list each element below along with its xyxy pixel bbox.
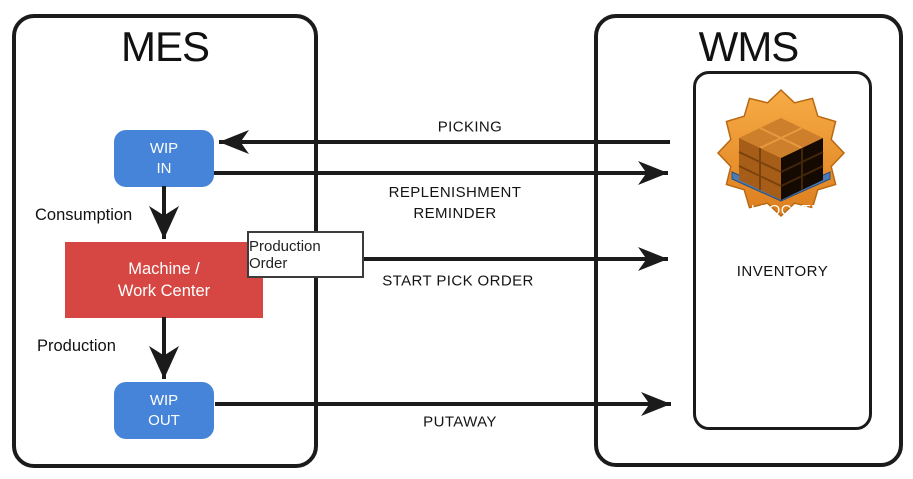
wip-in-node: WIP IN bbox=[114, 130, 214, 187]
start-pick-order-flow-label: START PICK ORDER bbox=[382, 272, 534, 290]
picking-flow-label: PICKING bbox=[437, 118, 503, 136]
crates-top-grid bbox=[759, 127, 803, 149]
consumption-label: Consumption bbox=[35, 206, 133, 224]
allocate-label: ALLOCATE bbox=[740, 202, 821, 218]
mes-panel-title: MES bbox=[120, 23, 210, 70]
putaway-flow-label: PUTAWAY bbox=[423, 413, 497, 431]
wip-out-node: WIP OUT bbox=[114, 382, 214, 439]
inventory-label: INVENTORY bbox=[736, 263, 829, 280]
crates-right-grid bbox=[780, 148, 824, 190]
production-order-callout: Production Order bbox=[247, 231, 364, 278]
replenishment-reminder-flow-label: REPLENISHMENT REMINDER bbox=[388, 184, 522, 222]
crates-left-grid bbox=[738, 148, 782, 190]
wms-panel-title: WMS bbox=[698, 23, 800, 70]
production-label: Production bbox=[37, 337, 116, 355]
allocate-badge-icon: ALLOCATE bbox=[716, 88, 846, 218]
machine-work-center-node: Machine / Work Center bbox=[65, 242, 263, 318]
